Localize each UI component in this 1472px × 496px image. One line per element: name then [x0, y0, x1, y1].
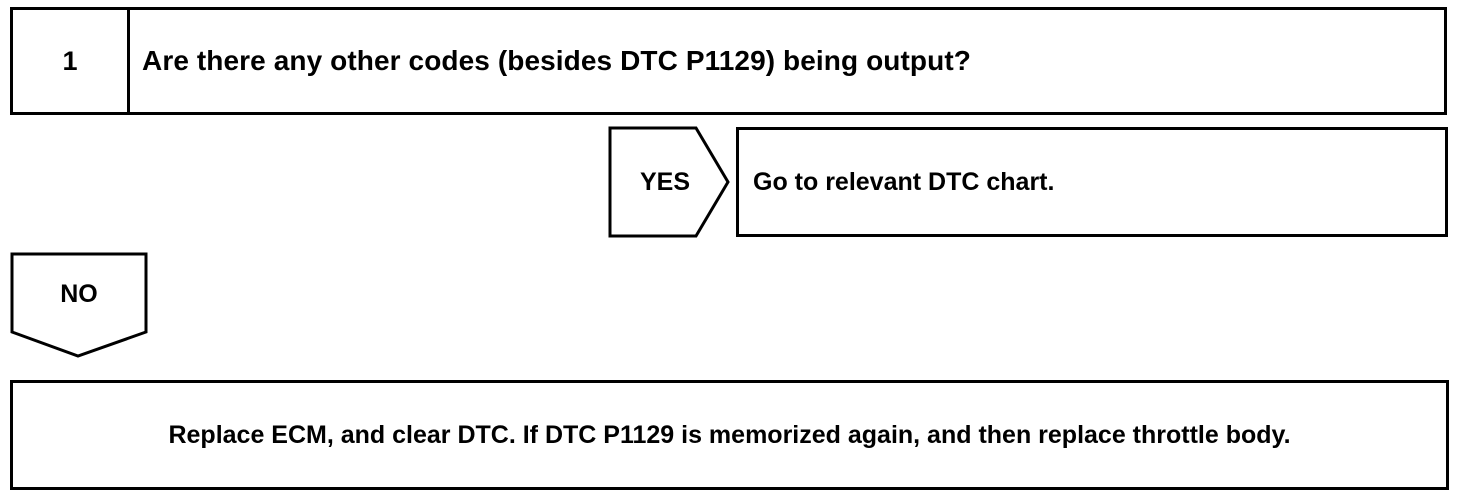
no-arrow-tag: [10, 252, 148, 358]
no-label: NO: [60, 279, 98, 308]
yes-label: YES: [639, 167, 691, 196]
step-box: 1 Are there any other codes (besides DTC…: [10, 7, 1447, 115]
step-number: 1: [13, 10, 130, 112]
yes-result-box: Go to relevant DTC chart.: [736, 127, 1448, 237]
yes-arrow-tag: [608, 126, 730, 238]
yes-result-text: Go to relevant DTC chart.: [753, 167, 1055, 196]
no-result-box: Replace ECM, and clear DTC. If DTC P1129…: [10, 380, 1449, 490]
no-result-text: Replace ECM, and clear DTC. If DTC P1129…: [168, 420, 1291, 449]
step-question: Are there any other codes (besides DTC P…: [142, 45, 971, 76]
